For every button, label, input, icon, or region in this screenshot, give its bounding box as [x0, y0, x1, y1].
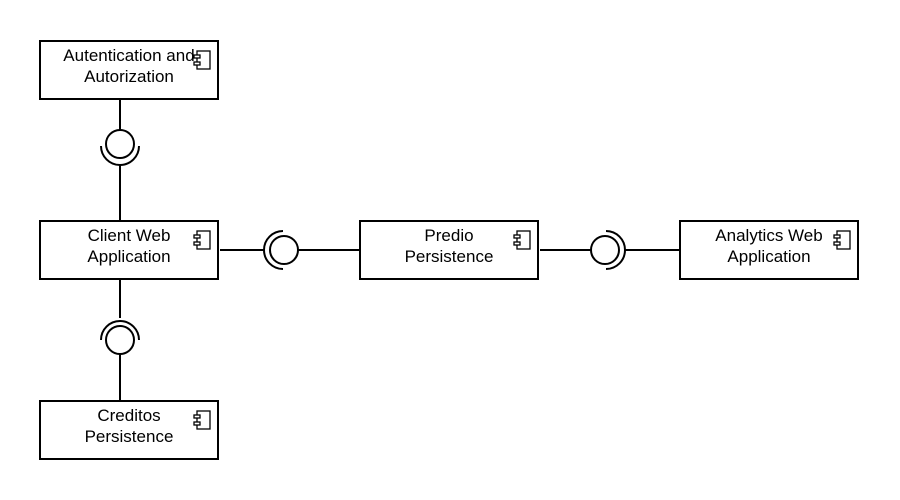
component-icon: [193, 410, 211, 430]
required-interface-socket: [100, 320, 140, 341]
component-analytics-web-application[interactable]: Analytics Web Application: [679, 220, 859, 280]
component-icon: [833, 230, 851, 250]
component-client-web-application[interactable]: Client Web Application: [39, 220, 219, 280]
component-icon: [193, 50, 211, 70]
component-label: Creditos Persistence: [84, 406, 174, 446]
provided-interface-ball: [269, 235, 299, 265]
component-label: Autentication and Autorization: [63, 46, 195, 86]
provided-interface-ball: [590, 235, 620, 265]
provided-interface-ball: [105, 129, 135, 159]
component-icon: [193, 230, 211, 250]
component-label: Predio Persistence: [404, 226, 494, 266]
connector-predio-analytics: [540, 230, 680, 270]
component-authentication[interactable]: Autentication and Autorization: [39, 40, 219, 100]
component-label: Client Web Application: [87, 226, 171, 266]
connector-client-predio: [220, 230, 360, 270]
connector-client-creditos: [100, 280, 140, 400]
provided-interface-ball: [105, 325, 135, 355]
connector-auth-client: [100, 100, 140, 220]
component-creditos-persistence[interactable]: Creditos Persistence: [39, 400, 219, 460]
component-label: Analytics Web Application: [715, 226, 823, 266]
required-interface-socket: [100, 145, 140, 166]
required-interface-socket: [263, 230, 284, 270]
component-icon: [513, 230, 531, 250]
component-predio-persistence[interactable]: Predio Persistence: [359, 220, 539, 280]
required-interface-socket: [605, 230, 626, 270]
